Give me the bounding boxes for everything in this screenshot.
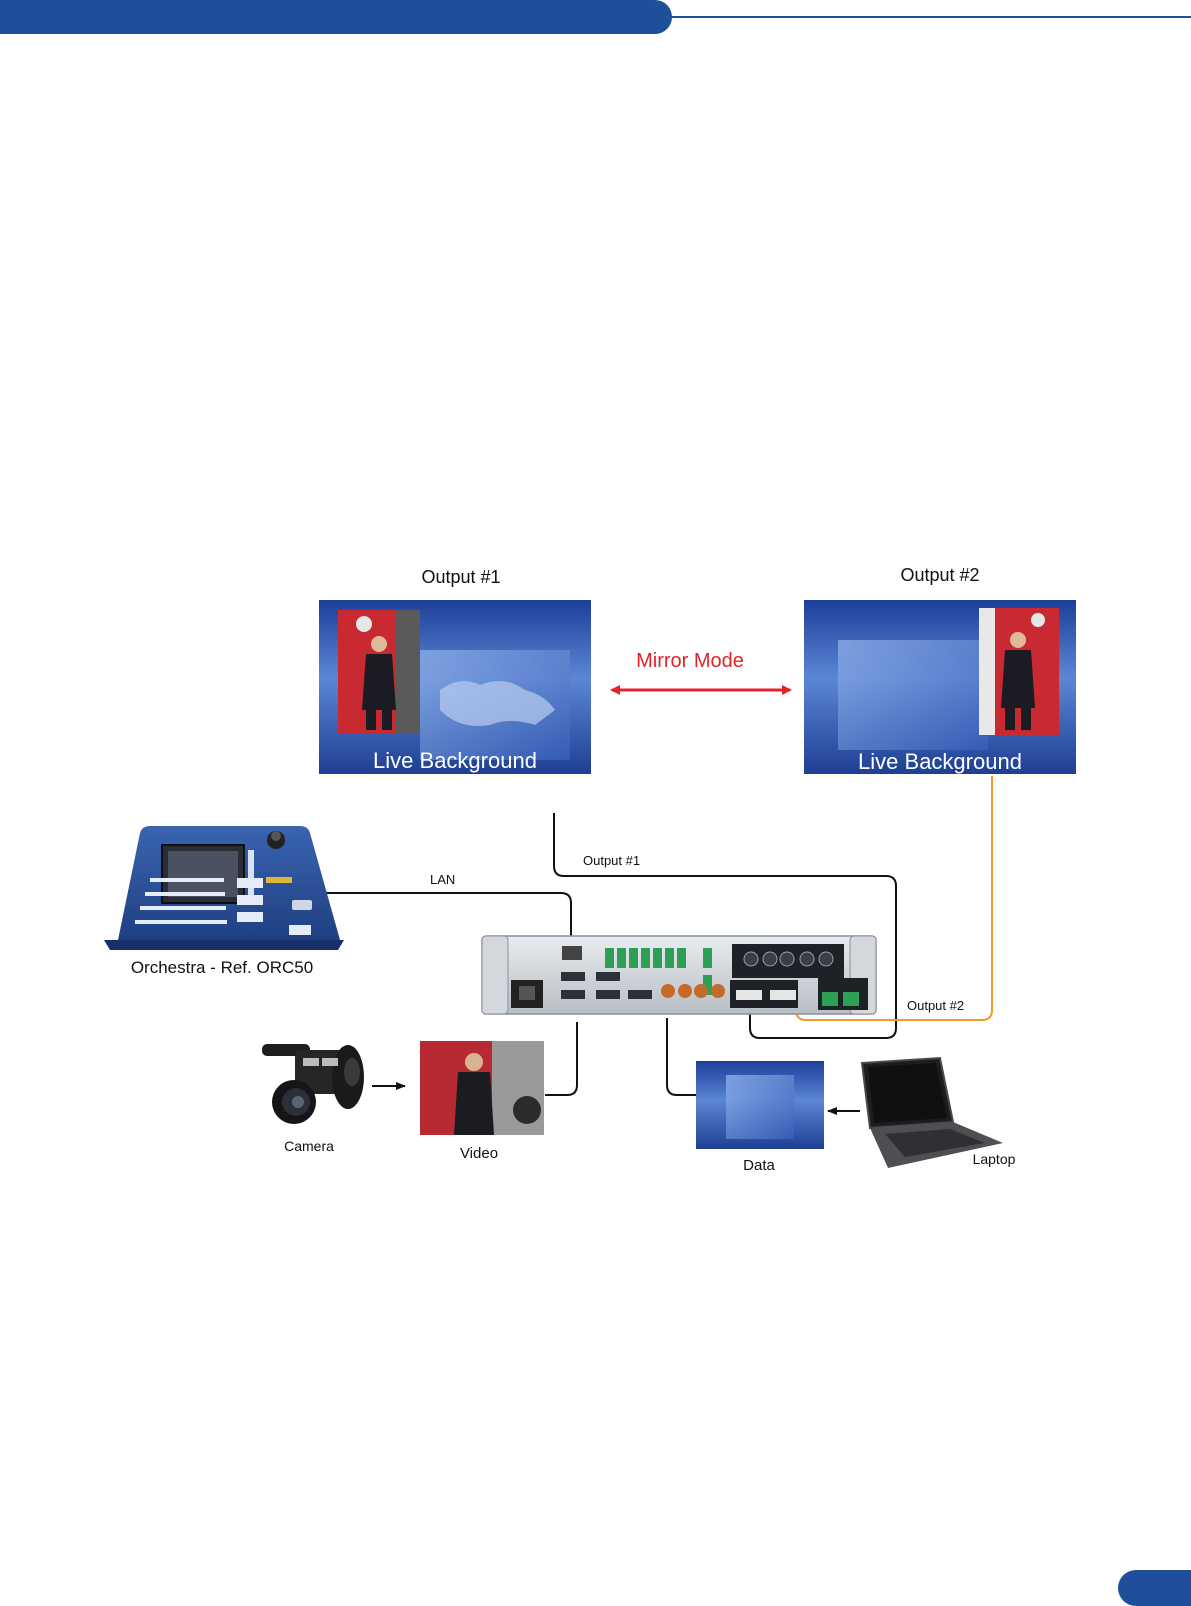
output2-title: Output #2 — [900, 565, 979, 585]
laptop-label: Laptop — [973, 1151, 1016, 1167]
camera-label: Camera — [284, 1138, 334, 1154]
output1-cable-label: Output #1 — [583, 853, 640, 868]
header-bar — [0, 0, 672, 34]
data-cable — [666, 1018, 696, 1096]
data-label: Data — [743, 1157, 775, 1174]
output2-screen: Live Background — [804, 600, 1076, 774]
orchestra-label: Orchestra - Ref. ORC50 — [131, 958, 313, 977]
video-label: Video — [460, 1145, 498, 1162]
processor-rack-unit — [481, 935, 877, 1015]
lan-cable-label: LAN — [430, 872, 455, 887]
output1-caption: Live Background — [373, 748, 537, 773]
output1-cable — [553, 813, 897, 1039]
orchestra-controller — [104, 826, 344, 950]
page-number-tab — [1118, 1570, 1191, 1606]
video-thumbnail — [420, 1041, 544, 1135]
lan-cable — [320, 892, 572, 955]
header-rule — [660, 16, 1191, 18]
laptop-image — [860, 1056, 1003, 1168]
data-thumbnail — [696, 1061, 824, 1149]
output1-title: Output #1 — [421, 567, 500, 587]
camera-image — [262, 1044, 364, 1124]
video-cable — [545, 1022, 578, 1096]
mirror-mode-label: Mirror Mode — [636, 650, 744, 672]
output2-caption: Live Background — [858, 749, 1022, 774]
output2-cable-label: Output #2 — [907, 998, 964, 1013]
output1-screen: Live Background — [319, 600, 591, 774]
